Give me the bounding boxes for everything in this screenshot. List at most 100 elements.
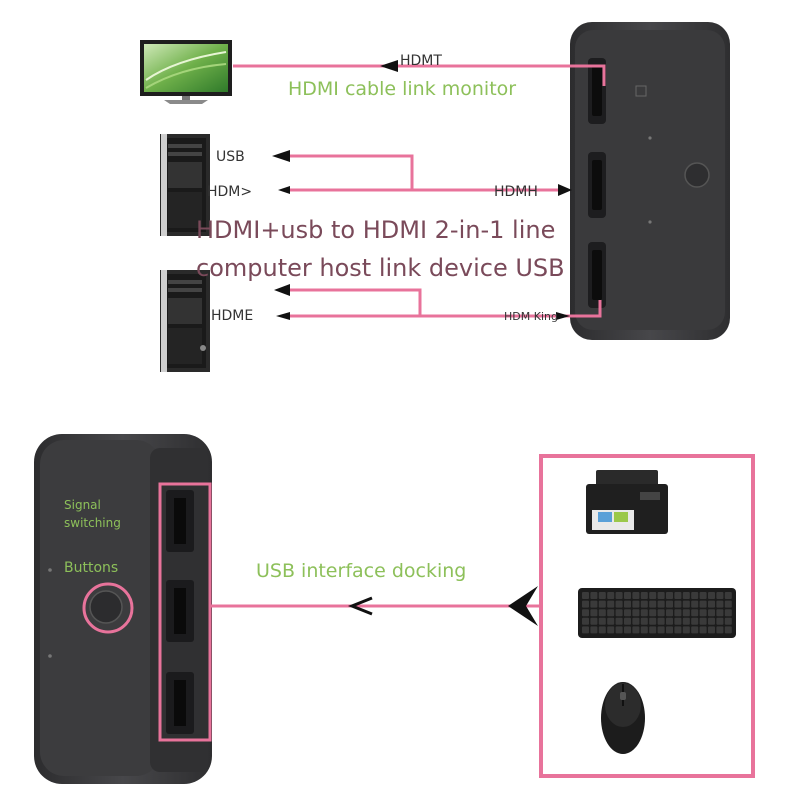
keyboard-key (666, 609, 673, 617)
keyboard-key (708, 600, 715, 608)
keyboard-key (666, 626, 673, 634)
keyboard-key (699, 626, 707, 634)
keyboard-key (674, 592, 682, 599)
keyboard-key (691, 617, 699, 625)
keyboard-key (624, 592, 631, 599)
buttons-label: Buttons (64, 560, 119, 576)
keyboard-key (590, 600, 598, 608)
keyboard-key (716, 609, 724, 617)
keyboard-key (699, 600, 707, 608)
mouse-icon (601, 682, 645, 754)
keyboard-key (615, 600, 623, 608)
arrow-left-icon (272, 150, 290, 162)
keyboard-key (724, 626, 732, 634)
keyboard-key (607, 617, 615, 625)
keyboard-key (682, 609, 690, 617)
keyboard-key (657, 617, 665, 625)
keyboard-key (582, 617, 589, 625)
keyboard-key (615, 609, 623, 617)
keyboard-key (724, 600, 732, 608)
peripherals-box (539, 454, 755, 778)
keyboard-icon (578, 588, 736, 638)
keyboard-key (590, 609, 598, 617)
keyboard-key (624, 617, 631, 625)
keyboard-key (716, 592, 724, 599)
keyboard-key (699, 592, 707, 599)
keyboard-key (708, 617, 715, 625)
monitor-cable (233, 64, 606, 86)
keyboard-key (691, 600, 699, 608)
keyboard-key (598, 592, 606, 599)
keyboard-key (666, 600, 673, 608)
computer-tower-2 (160, 270, 210, 372)
computer-tower-1 (160, 134, 210, 236)
keyboard-key (598, 609, 606, 617)
keyboard-key (649, 609, 657, 617)
usb-port-1 (166, 490, 194, 552)
keyboard-key (624, 626, 631, 634)
monitor-arrow-label: HDMT (400, 53, 442, 69)
keyboard-key (682, 617, 690, 625)
keyboard-key (598, 600, 606, 608)
keyboard-key (657, 600, 665, 608)
keyboard-key (682, 592, 690, 599)
hdmi-switch-device (570, 22, 730, 340)
keyboard-key (682, 626, 690, 634)
keyboard-key (632, 592, 640, 599)
keyboard-key (699, 617, 707, 625)
pc1-usb-label: USB (216, 149, 245, 165)
signal-switching-label: Signal switching (64, 496, 121, 532)
overlay-title-line1: HDMI+usb to HDMI 2-in-1 line (196, 216, 556, 244)
keyboard-key (640, 617, 648, 625)
keyboard-key (649, 626, 657, 634)
keyboard-key (590, 626, 598, 634)
signal-label-line2: switching (64, 516, 121, 530)
keyboard-key (674, 600, 682, 608)
keyboard-key (657, 592, 665, 599)
keyboard-key (640, 600, 648, 608)
keyboard-key (582, 626, 589, 634)
printer-icon (586, 470, 668, 534)
monitor-icon (140, 40, 232, 104)
keyboard-key (598, 617, 606, 625)
pc1-hdmi-label: HDM> (207, 184, 253, 200)
keyboard-key (632, 609, 640, 617)
keyboard-key (640, 592, 648, 599)
keyboard-key (708, 592, 715, 599)
usb-port-3 (166, 672, 194, 734)
usb-port-2 (166, 580, 194, 642)
keyboard-key (632, 600, 640, 608)
hdmi-port-1 (588, 58, 606, 124)
keyboard-key (649, 592, 657, 599)
keyboard-key (649, 617, 657, 625)
keyboard-key (724, 609, 732, 617)
pc2-hdmi-label: HDME (211, 308, 254, 324)
keyboard-key (640, 626, 648, 634)
keyboard-key (632, 626, 640, 634)
keyboard-key (674, 609, 682, 617)
keyboard-key (624, 609, 631, 617)
keyboard-key (691, 609, 699, 617)
usb-docking-caption: USB interface docking (256, 560, 467, 582)
button-highlight (82, 582, 134, 634)
signal-switch-button-icon (89, 590, 123, 624)
keyboard-key (624, 600, 631, 608)
switch-button-icon (684, 162, 710, 188)
keyboard-key (699, 609, 707, 617)
keyboard-key (691, 592, 699, 599)
keyboard-key (607, 609, 615, 617)
keyboard-key (724, 592, 732, 599)
keyboard-key (716, 626, 724, 634)
keyboard-key (682, 600, 690, 608)
pc1-usb-cable (278, 154, 560, 192)
keyboard-key (716, 600, 724, 608)
keyboard-key (674, 626, 682, 634)
keyboard-key (607, 600, 615, 608)
keyboard-key (615, 592, 623, 599)
keyboard-key (657, 626, 665, 634)
signal-label-line1: Signal (64, 498, 101, 512)
keyboard-key (582, 609, 589, 617)
usb-switch-device (34, 434, 212, 784)
keyboard-key (598, 626, 606, 634)
